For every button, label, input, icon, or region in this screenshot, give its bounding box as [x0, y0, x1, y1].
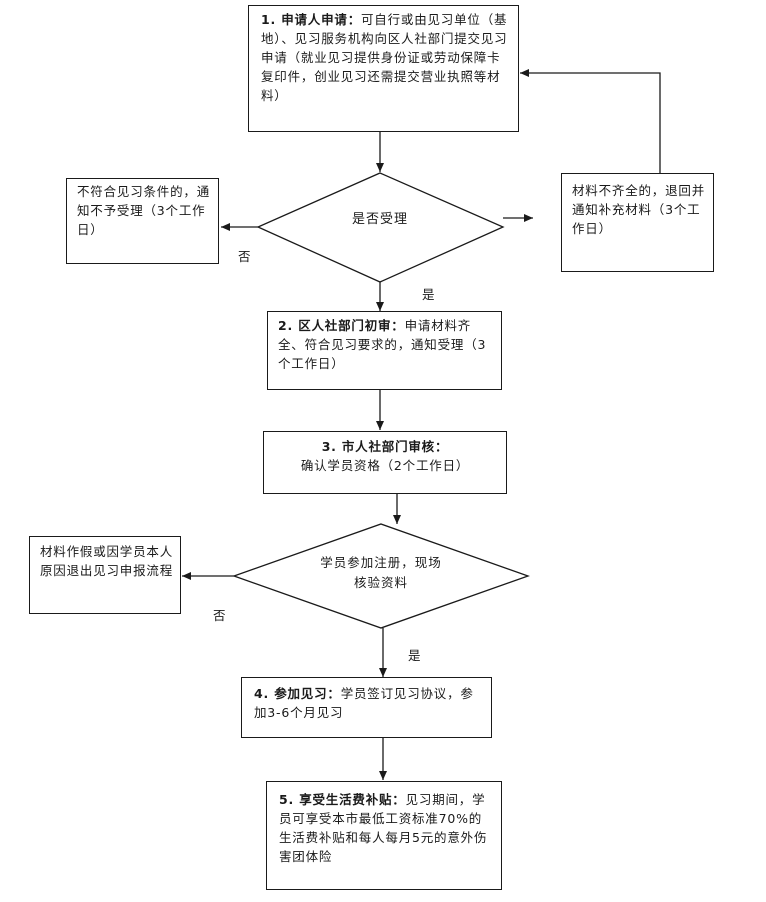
edge-label-yes-2: 是 — [408, 648, 421, 663]
edge-label-yes-1: 是 — [422, 287, 435, 302]
step4-title: 4. 参加见习： — [254, 686, 341, 701]
step1-body: 可自行或由见习单位（基地）、见习服务机构向区人社部门提交见习申请（就业见习提供身… — [261, 12, 508, 103]
decision-verify-line2: 核验资料 — [353, 575, 408, 590]
reject-text: 不符合见习条件的，通知不予受理（3个工作日） — [77, 184, 211, 237]
step2-box: 2. 区人社部门初审：申请材料齐全、符合见习要求的，通知受理（3个工作日） — [267, 311, 502, 390]
fraud-text: 材料作假或因学员本人原因退出见习申报流程 — [40, 544, 174, 578]
decision-accept-label: 是否受理 — [351, 212, 408, 227]
decision-verify-label: 学员参加注册，现场 核验资料 — [296, 553, 466, 593]
step5-title: 5. 享受生活费补贴： — [279, 792, 406, 807]
step4-body: 学员签订见习协议，参加3-6个月见习 — [254, 686, 474, 720]
step4-box: 4. 参加见习：学员签订见习协议，参加3-6个月见习 — [241, 677, 492, 738]
decision-accept-diamond — [256, 172, 505, 283]
reject-box: 不符合见习条件的，通知不予受理（3个工作日） — [66, 178, 219, 264]
incomplete-text: 材料不齐全的，退回并通知补充材料（3个工作日） — [572, 183, 706, 236]
step3-body: 确认学员资格（2个工作日） — [300, 458, 470, 473]
step1-box: 1. 申请人申请：可自行或由见习单位（基地）、见习服务机构向区人社部门提交见习申… — [248, 5, 519, 132]
decision-verify-line1: 学员参加注册，现场 — [320, 555, 442, 570]
edge-label-no-2: 否 — [213, 608, 226, 623]
step2-body: 申请材料齐全、符合见习要求的，通知受理（3个工作日） — [278, 318, 487, 371]
incomplete-box: 材料不齐全的，退回并通知补充材料（3个工作日） — [561, 173, 714, 272]
step3-title: 3. 市人社部门审核： — [321, 439, 449, 454]
step2-title: 2. 区人社部门初审： — [278, 318, 405, 333]
step5-body: 见习期间，学员可享受本市最低工资标准70%的生活费补贴和每人每月5元的意外伤害团… — [279, 792, 488, 864]
decision-verify-diamond — [232, 523, 530, 629]
fraud-box: 材料作假或因学员本人原因退出见习申报流程 — [29, 536, 181, 614]
step3-box: 3. 市人社部门审核： 确认学员资格（2个工作日） — [263, 431, 507, 494]
edge-label-no-1: 否 — [238, 249, 251, 264]
step1-title: 1. 申请人申请： — [261, 12, 361, 27]
arrow-incomplete-to-step1 — [520, 69, 661, 173]
step5-box: 5. 享受生活费补贴：见习期间，学员可享受本市最低工资标准70%的生活费补贴和每… — [266, 781, 502, 890]
